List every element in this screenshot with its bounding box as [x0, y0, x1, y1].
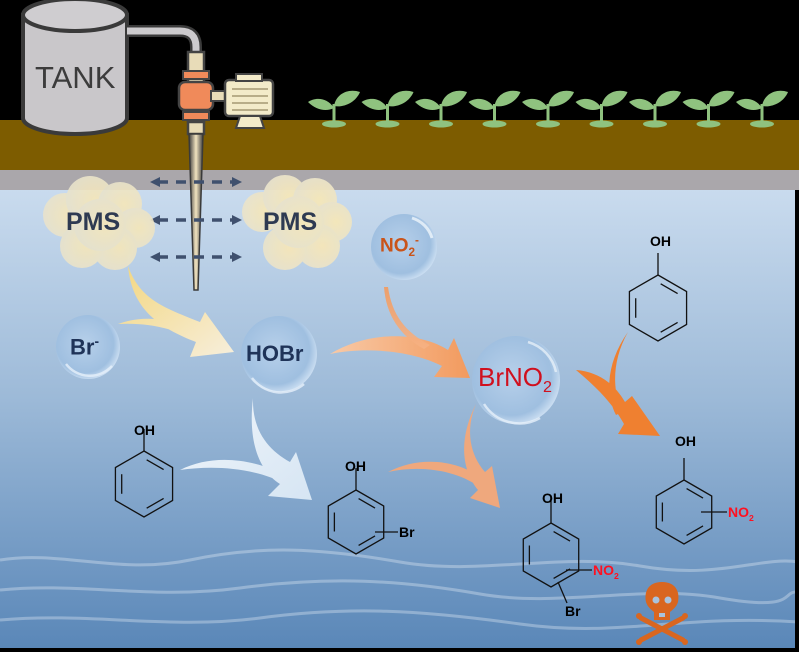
phenol-left-oh: OH	[134, 422, 155, 438]
pms-cloud-right	[242, 175, 352, 270]
seedling-icon	[575, 90, 628, 128]
phenol-right-oh: OH	[650, 233, 671, 249]
nitrophenol-ring	[655, 458, 713, 545]
bromo-bond	[557, 581, 568, 604]
diffusion-arrows	[150, 177, 242, 262]
arrow-hobr-to-bromophenol	[180, 398, 312, 500]
bromophenol-ring	[327, 468, 385, 555]
bubble-bromide	[56, 315, 120, 379]
bubble-hobr	[241, 316, 317, 394]
tank-icon	[21, 0, 129, 136]
bromophenol-oh: OH	[345, 458, 366, 474]
pms-label-right: PMS	[263, 208, 318, 236]
nitrophenol-no2: NO2	[728, 504, 754, 523]
seedling-row	[308, 90, 788, 128]
seedling-icon	[308, 90, 360, 128]
nitrite-label: NO2-	[380, 234, 419, 260]
seedling-icon	[736, 90, 788, 128]
phenol-right-ring	[628, 253, 688, 342]
bubble-brno2	[472, 336, 560, 425]
arrow-hobr-to-brno2	[330, 336, 470, 378]
diffusion-arrow	[150, 252, 242, 262]
soil-layer	[0, 120, 799, 170]
phenol-left-ring	[114, 429, 174, 518]
pump-icon	[177, 50, 215, 136]
seedling-icon	[415, 90, 467, 128]
arrow-no2-to-brno2	[384, 287, 430, 349]
nitrophenol-oh: OH	[675, 433, 696, 449]
bromonitrophenol-br: Br	[565, 603, 581, 619]
bubble-nitrite	[371, 214, 437, 280]
seedling-icon	[361, 90, 414, 128]
seedling-icon	[468, 90, 521, 128]
bromide-label: Br-	[70, 334, 99, 360]
skull-crossbones-icon	[636, 582, 688, 645]
seedling-icon	[522, 90, 574, 128]
brno2-label: BrNO2	[478, 362, 552, 397]
injection-well-icon	[188, 133, 204, 291]
bromonitrophenol-no2: NO2	[593, 562, 619, 581]
tank-label: TANK	[35, 60, 116, 95]
bromonitrophenol-oh: OH	[542, 490, 563, 506]
arrow-pms-to-hobr	[118, 266, 234, 357]
arrow-brno2-to-bromonitrophenol	[388, 404, 500, 508]
bromophenol-br: Br	[399, 524, 415, 540]
pms-cloud-left	[43, 176, 155, 270]
diffusion-arrow	[150, 215, 242, 225]
motor-icon	[210, 73, 275, 129]
seedling-icon	[629, 90, 681, 128]
hobr-label: HOBr	[246, 341, 304, 366]
arrow-brno2-to-nitrophenol	[576, 332, 660, 436]
pms-label-left: PMS	[66, 208, 121, 236]
seedling-icon	[682, 90, 735, 128]
molecule-structures	[114, 253, 727, 604]
diffusion-arrow	[150, 177, 242, 187]
